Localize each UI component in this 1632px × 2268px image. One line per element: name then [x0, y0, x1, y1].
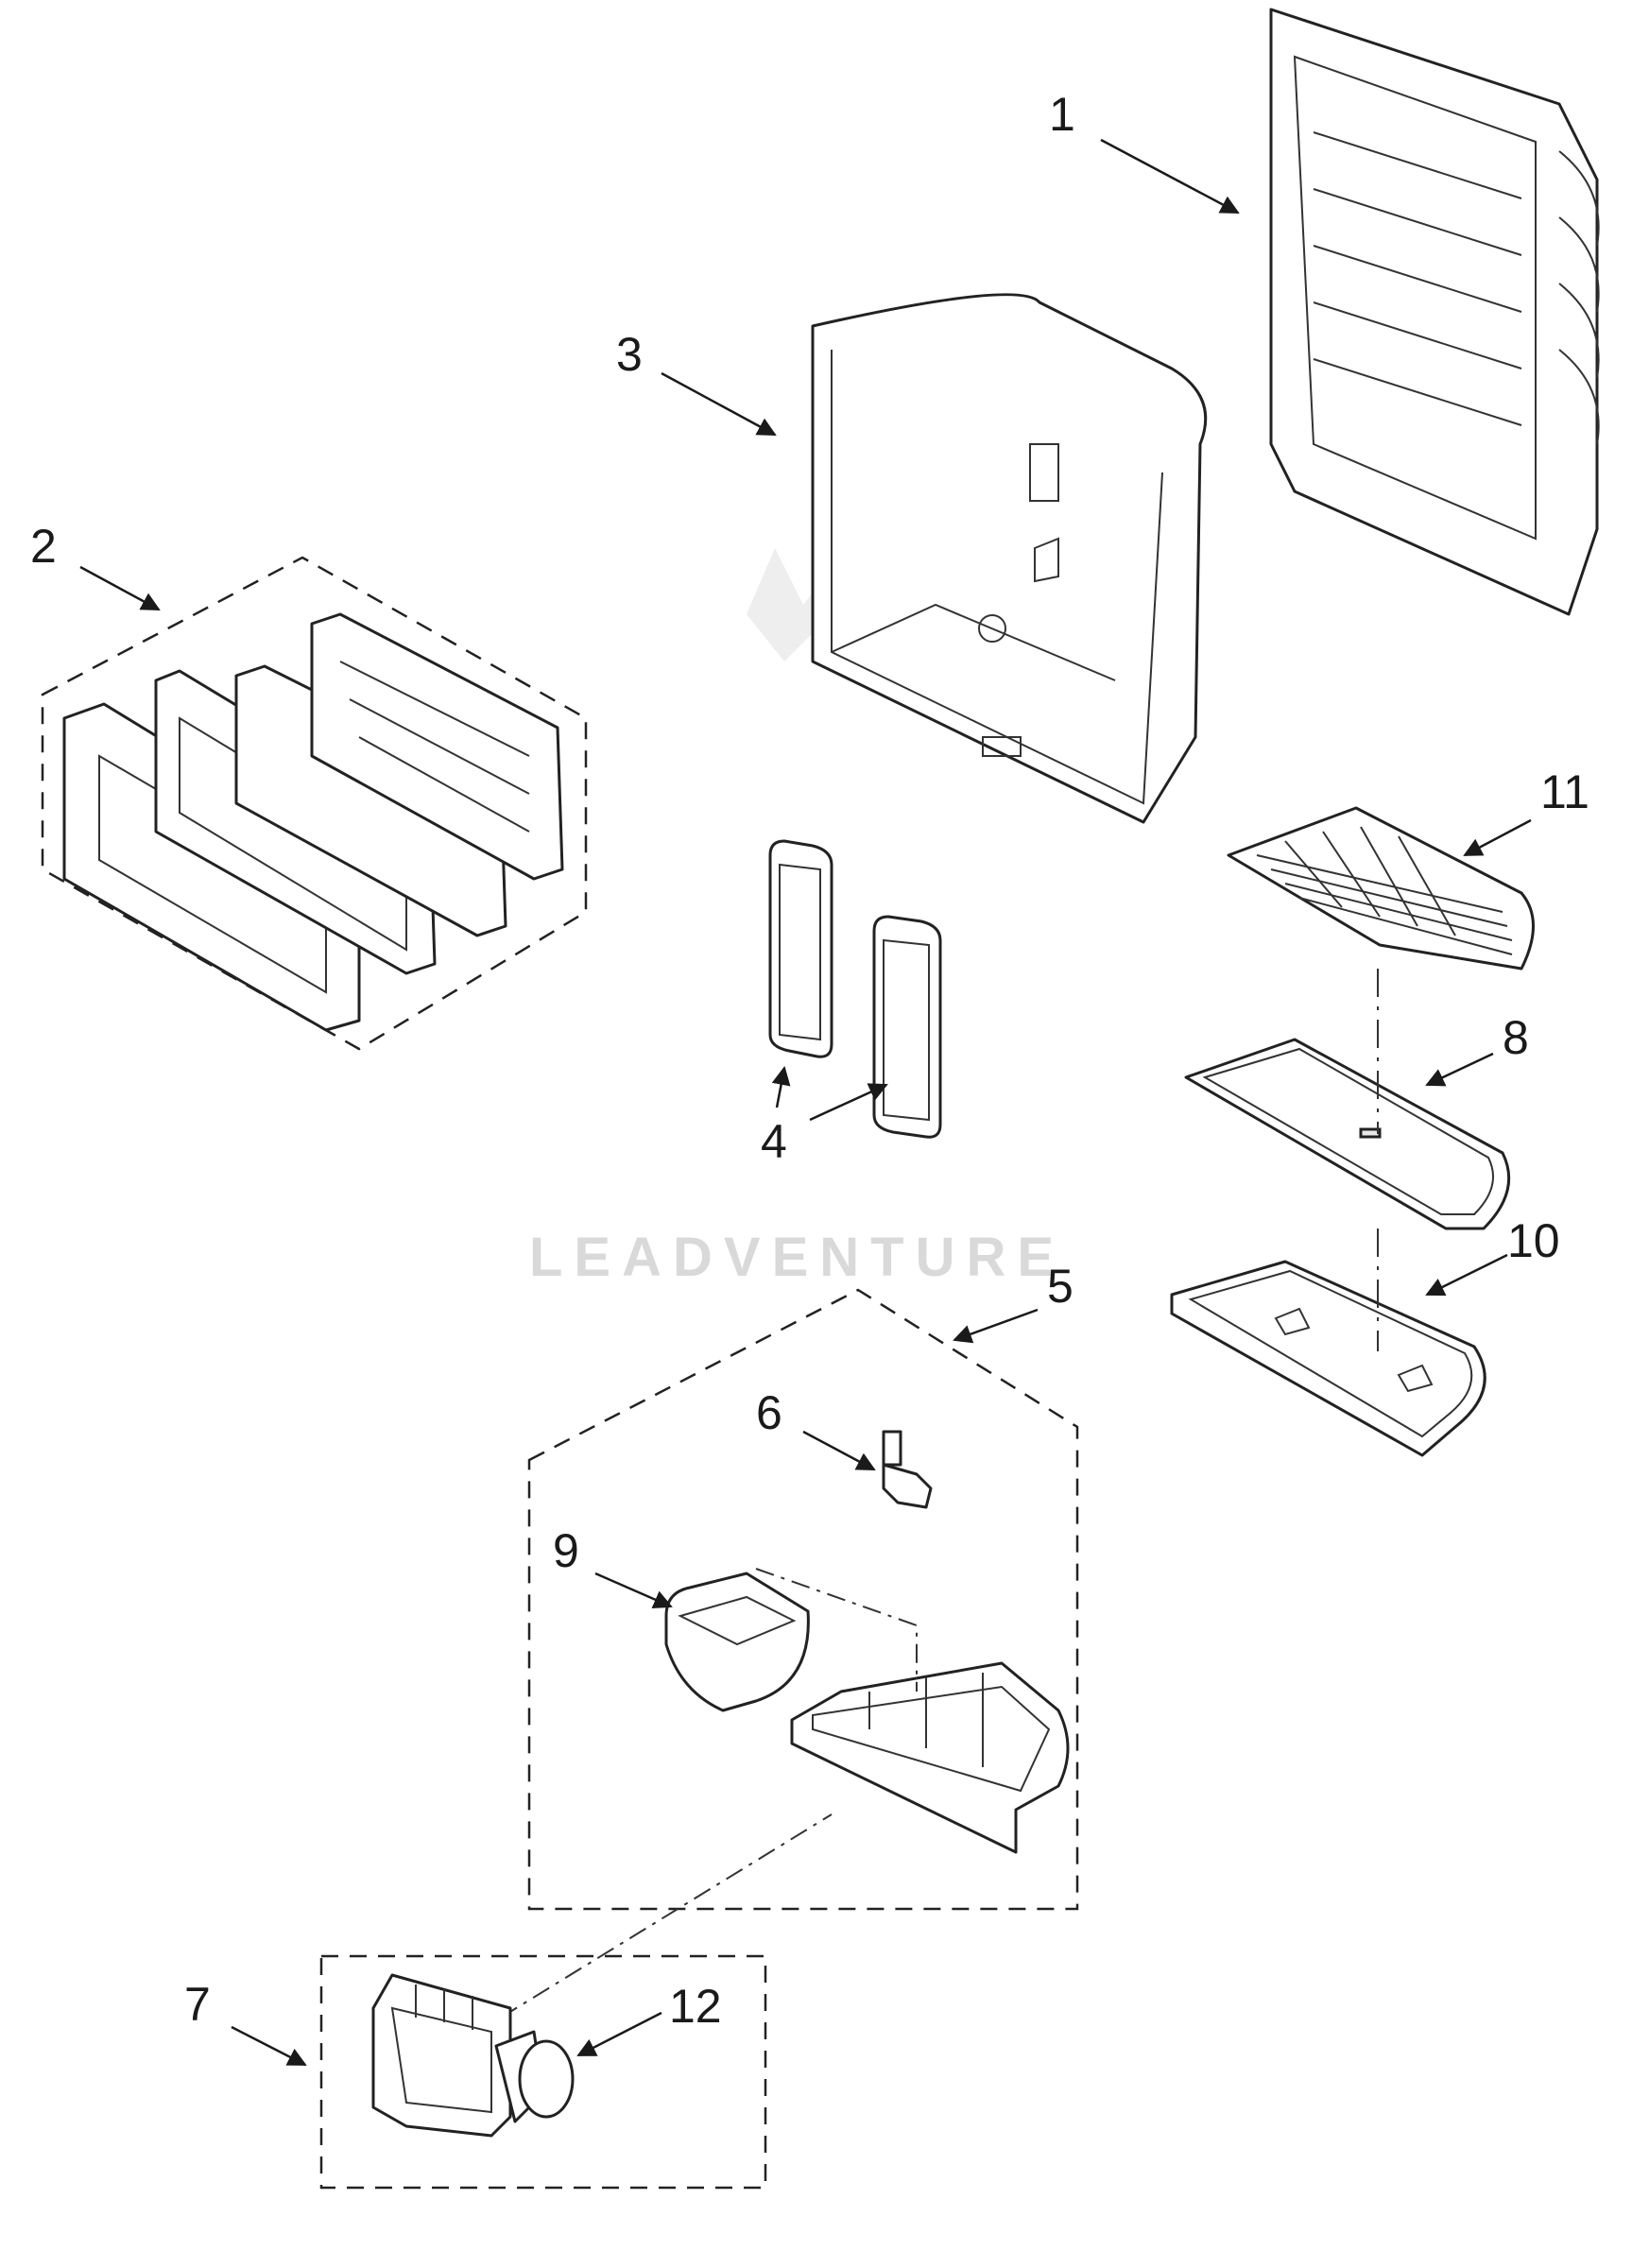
leader-8: [1425, 1052, 1494, 1087]
part-10-drip-tray[interactable]: [1170, 1260, 1486, 1457]
leader-10: [1425, 1253, 1508, 1297]
callout-7: 7: [184, 1978, 211, 2031]
part-2-control-assembly[interactable]: [41, 556, 588, 1051]
callout-3: 3: [616, 328, 643, 381]
part-4-gaskets[interactable]: [768, 839, 942, 1139]
callout-5: 5: [1047, 1260, 1074, 1313]
part-7-assembly-boundary: [319, 1954, 767, 2190]
leader-11: [1463, 818, 1532, 857]
leader-12: [576, 2011, 662, 2057]
leader-4a: [771, 1066, 791, 1108]
callout-2: 2: [30, 520, 57, 573]
callout-6: 6: [756, 1386, 782, 1439]
part-9-cup[interactable]: [664, 1572, 810, 1712]
callout-12: 12: [669, 1980, 722, 2033]
callout-10: 10: [1507, 1214, 1560, 1267]
part-6-switch[interactable]: [882, 1430, 933, 1509]
leader-4b: [809, 1083, 888, 1122]
leader-6: [802, 1430, 876, 1471]
part-11-grille[interactable]: [1227, 806, 1535, 971]
callout-labels: 1 2 3 4 5 6 7 8 9 10 11 12: [30, 88, 1589, 2033]
leader-7: [231, 2025, 307, 2067]
callout-4: 4: [761, 1115, 787, 1168]
part-5-dispenser-body[interactable]: [755, 1568, 1070, 1854]
leader-3: [661, 371, 777, 437]
part-12-knob[interactable]: [494, 2030, 575, 2123]
part-1-housing[interactable]: [1269, 8, 1600, 616]
leader-2: [79, 565, 161, 611]
part-8-tray[interactable]: [1184, 1038, 1511, 1230]
leader-1: [1100, 138, 1240, 215]
callout-leaders: [79, 138, 1532, 2067]
part-3-chute-housing[interactable]: [811, 293, 1208, 824]
callout-8: 8: [1503, 1011, 1529, 1064]
watermark-text: LEADVENTURE: [529, 1227, 1065, 1288]
watermark: LEADVENTURE: [529, 548, 1065, 1288]
part-5-assembly-boundary: [527, 1288, 1079, 1911]
callout-9: 9: [553, 1524, 579, 1577]
callout-11: 11: [1540, 765, 1589, 818]
assembly-alignment-line: [500, 1813, 833, 2019]
callout-1: 1: [1049, 88, 1075, 141]
watermark-logo-icon: [747, 548, 832, 662]
leader-5: [953, 1308, 1039, 1344]
leader-9: [594, 1572, 673, 1608]
part-7-actuator[interactable]: [371, 1973, 512, 2138]
